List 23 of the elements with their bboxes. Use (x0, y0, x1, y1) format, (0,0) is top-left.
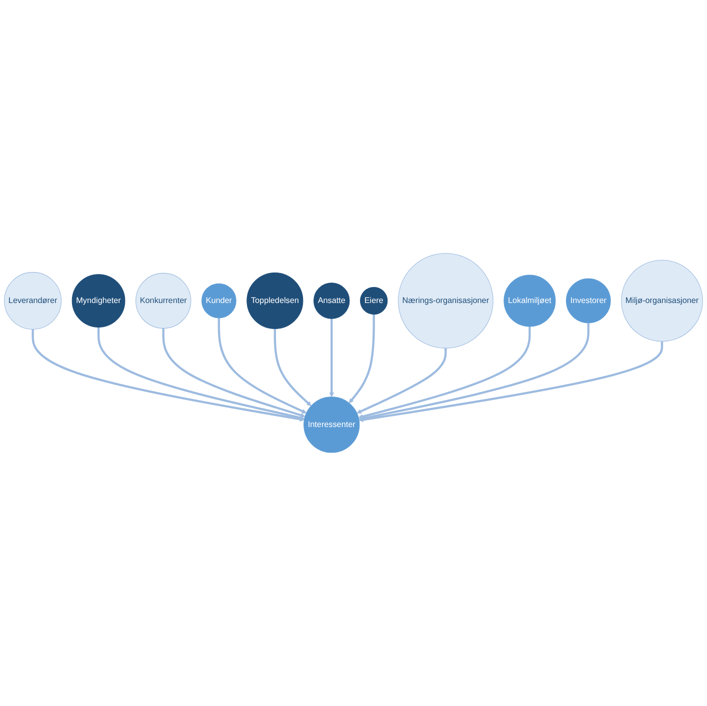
arrow (358, 322, 590, 421)
arrow (356, 348, 447, 414)
node-circle: Investorer (566, 278, 611, 324)
node-circle: Kunder (201, 283, 236, 318)
arrow (32, 329, 304, 422)
arrow (97, 327, 305, 420)
node-circle: Myndigheter (72, 274, 126, 328)
node-circle: Toppledelsen (246, 272, 304, 330)
node-circle: Konkurrenter (136, 273, 192, 329)
arrow (162, 328, 306, 418)
arrow (358, 326, 531, 419)
arrow (358, 341, 664, 422)
arrow (274, 328, 312, 406)
arrow (218, 318, 307, 414)
node-circle: Nærings-organisasjoner (398, 253, 494, 349)
node-circle: Leverandører (4, 272, 62, 330)
node-circle: Miljø-organisasjoner (621, 260, 703, 342)
node-circle: Ansatte (314, 282, 350, 319)
arrow (329, 318, 334, 398)
node-circle: Lokalmiljøet (504, 274, 556, 327)
arrow (348, 314, 375, 404)
node-circle: Interessenter (304, 396, 360, 453)
node-circle: Eiere (360, 287, 388, 315)
